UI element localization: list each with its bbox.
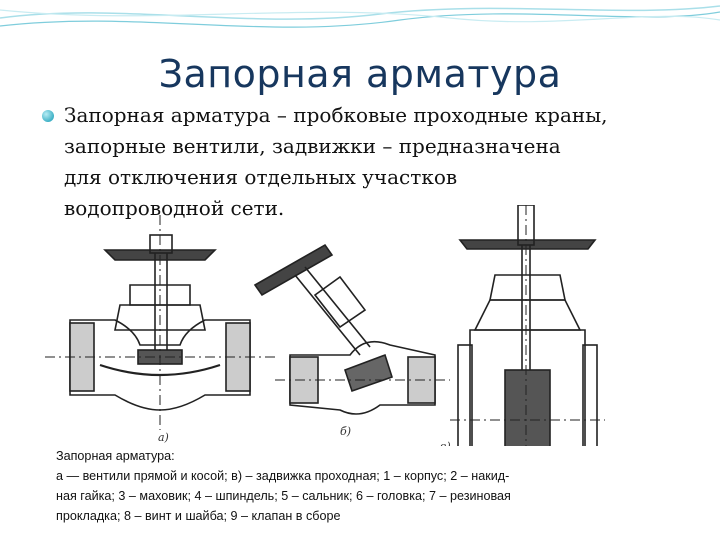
caption-line: Запорная арматура:: [56, 449, 175, 463]
bullet-text: Запорная арматура – пробковые проходные …: [64, 100, 704, 224]
straight-valve-drawing: [45, 215, 275, 430]
bullet-line: запорные вентили, задвижки – предназначе…: [64, 134, 561, 158]
bullet-line: для отключения отдельных участков: [64, 165, 458, 189]
caption-line: прокладка; 8 – винт и шайба; 9 – клапан …: [56, 509, 341, 523]
panel-label-a: а): [158, 431, 169, 444]
figure-caption: Запорная арматура: а — вентили прямой и …: [56, 446, 656, 526]
bullet-line: водопроводной сети.: [64, 196, 285, 220]
panel-label-b: б): [340, 425, 351, 438]
bullet-line: Запорная арматура – пробковые проходные …: [64, 103, 608, 127]
caption-line: а — вентили прямой и косой; в) – задвижк…: [56, 469, 510, 483]
decorative-waves: [0, 5, 720, 28]
caption-line: ная гайка; 3 – маховик; 4 – шпиндель; 5 …: [56, 489, 511, 503]
bullet-icon: [42, 110, 54, 122]
slide-title: Запорная арматура: [158, 52, 562, 96]
angled-valve-drawing: [253, 243, 450, 415]
